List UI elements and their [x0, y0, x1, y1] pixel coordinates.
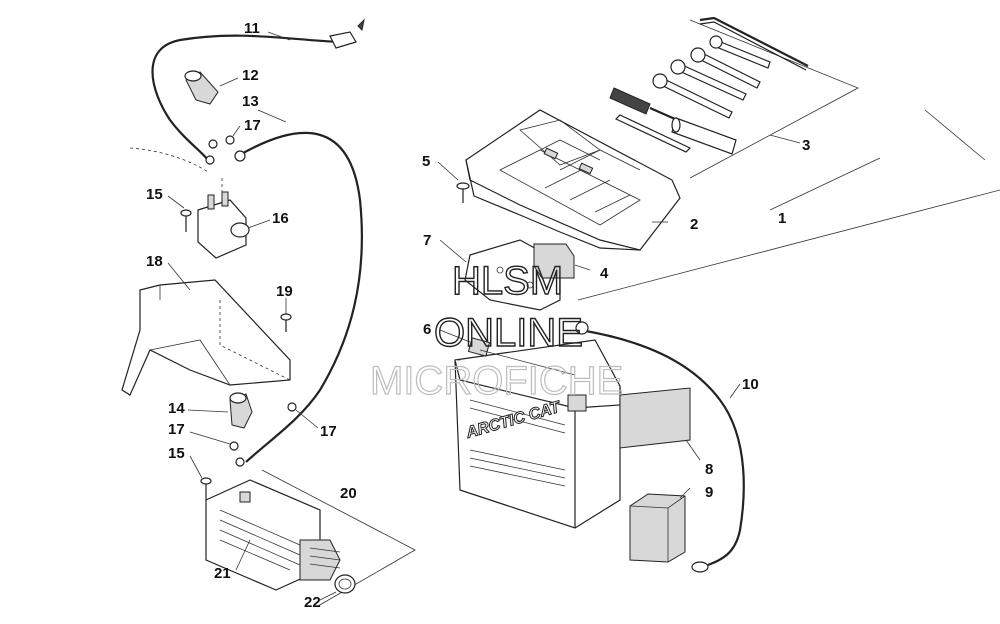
watermark-line-1: HLSM: [452, 259, 563, 303]
foam-pad-icon: [533, 243, 575, 279]
screw-icon: [456, 182, 470, 203]
callout-16: 16: [272, 210, 289, 227]
callout-20: 20: [340, 485, 357, 502]
callout-17b: 17: [168, 421, 185, 438]
callout-13: 13: [242, 93, 259, 110]
nut-icon: [225, 135, 235, 145]
wrench-icon: [652, 35, 771, 119]
nut-icon: [287, 402, 297, 412]
callout-1: 1: [778, 210, 786, 227]
screw-icon: [180, 209, 192, 232]
assembly-bracket-lines: [261, 19, 1000, 607]
callout-9: 9: [705, 484, 713, 501]
starter-motor-icon: [205, 479, 341, 591]
callout-5: 5: [422, 153, 430, 170]
callout-17c: 17: [320, 423, 337, 440]
label-plate-icon: [619, 387, 691, 449]
callout-labels: 1 2 3 4 5 6 7 8 9 10 11 12 13 14 15 15 1…: [146, 20, 810, 611]
mounting-bracket-icon: [121, 279, 291, 396]
foam-block-icon: [629, 493, 686, 563]
solenoid-icon: [197, 178, 250, 259]
terminal-cap-icon: [229, 392, 253, 429]
screw-icon: [200, 477, 212, 500]
battery-cable-icon: [575, 321, 745, 573]
callout-11: 11: [244, 20, 260, 37]
tool-tray: [465, 109, 681, 251]
terminal-cap-icon: [184, 70, 219, 105]
tool-kit: [609, 16, 809, 155]
callout-6: 6: [423, 321, 431, 338]
callout-3: 3: [802, 137, 810, 154]
watermark-line-2: ONLINE: [434, 311, 583, 355]
callout-21: 21: [214, 565, 231, 582]
callout-19: 19: [276, 283, 293, 300]
socket-tool-icon: [614, 114, 737, 155]
callout-2: 2: [690, 216, 698, 233]
watermark: HLSM ONLINE MICROFICHE: [369, 258, 624, 403]
nut-icon: [208, 139, 218, 149]
nut-icon: [205, 155, 215, 165]
callout-4: 4: [600, 265, 609, 282]
callout-8: 8: [705, 461, 713, 478]
callout-10: 10: [742, 376, 759, 393]
callout-22: 22: [304, 594, 321, 611]
nut-icon: [235, 457, 245, 467]
callout-15b: 15: [168, 445, 185, 462]
starter-cable-icon: [234, 131, 363, 463]
callout-12: 12: [242, 67, 259, 84]
callout-18: 18: [146, 253, 163, 270]
leader-lines: [167, 31, 741, 601]
o-ring-icon: [334, 574, 356, 594]
callout-15: 15: [146, 186, 163, 203]
screw-icon: [280, 313, 292, 332]
callout-7: 7: [423, 232, 431, 249]
battery: ARCTIC CAT: [454, 337, 621, 529]
callout-17: 17: [244, 117, 261, 134]
callout-14: 14: [168, 400, 185, 417]
watermark-line-3: MICROFICHE: [370, 359, 623, 403]
ground-cable-icon: [129, 18, 365, 173]
nut-icon: [229, 441, 239, 451]
